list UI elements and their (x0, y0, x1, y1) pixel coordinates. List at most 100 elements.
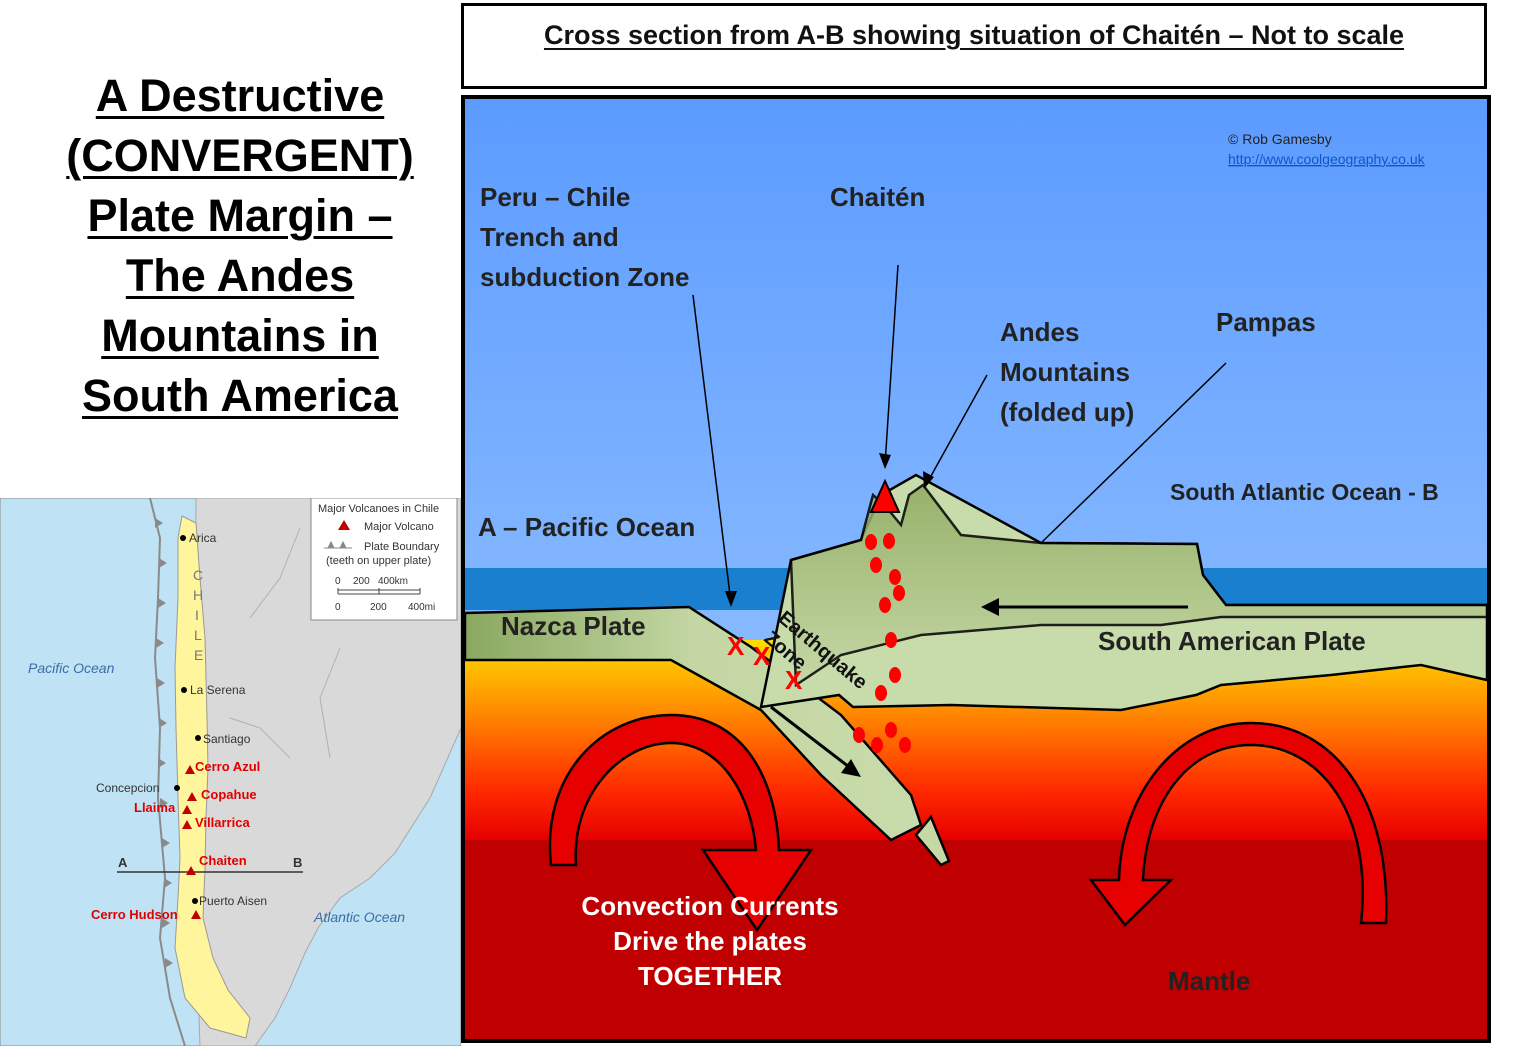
cross-section-diagram: X X X © Rob Gamesby http://www.coolgeogr… (461, 95, 1491, 1043)
town-dot (181, 687, 187, 693)
pacific-label: A – Pacific Ocean (478, 512, 695, 542)
convection-line: Drive the plates (613, 926, 807, 956)
nazca-plate (463, 605, 923, 842)
cross-section-header: Cross section from A-B showing situation… (461, 3, 1487, 89)
title-line: Mountains in (101, 310, 379, 361)
pointer-pampas (1040, 362, 1227, 544)
magma-dot (889, 667, 901, 683)
country-label: C H I L E (193, 567, 203, 663)
scale-km-200: 200 (353, 576, 370, 587)
magma-dot (885, 722, 897, 738)
trench-label: Trench and (480, 222, 619, 252)
volcano-llaima: Llaima (134, 800, 176, 815)
volcano-cerro-hudson: Cerro Hudson (91, 907, 178, 922)
magma-dot (879, 597, 891, 613)
mantle-deep (465, 840, 1487, 1039)
legend-boundary: Plate Boundary (364, 541, 440, 553)
arrowhead-icon (725, 591, 737, 607)
map-pacific-label: Pacific Ocean (28, 660, 115, 676)
quake-mark: X (753, 641, 771, 671)
credit: © Rob Gamesby (1228, 131, 1332, 147)
arrowhead-icon (981, 598, 999, 616)
scale-km-0: 0 (335, 576, 341, 587)
country-letter: L (194, 627, 202, 643)
map-border (229, 527, 341, 759)
south-american-label: South American Plate (1098, 626, 1366, 656)
quake-mark: X (785, 665, 803, 695)
magma-dot (883, 533, 895, 549)
country-letter: C (193, 567, 203, 583)
page-title: A Destructive (CONVERGENT) Plate Margin … (10, 66, 470, 426)
volcano-icon (182, 820, 192, 829)
town-dot (174, 785, 180, 791)
title-line: A Destructive (95, 70, 385, 121)
boundary-icon (324, 540, 352, 549)
pointer-chaiten (884, 264, 899, 466)
quake-mark: X (727, 631, 745, 661)
town-arica: Arica (189, 531, 217, 545)
convection-line: Convection Currents (581, 891, 838, 921)
map-chile (174, 515, 251, 1039)
mantle-label: Mantle (1168, 966, 1250, 996)
pointer-trench (692, 294, 732, 604)
volcano-icon (185, 765, 195, 774)
convection-arrow-right (1088, 721, 1388, 927)
magma-dot (889, 569, 901, 585)
title-line: Plate Margin – (87, 190, 393, 241)
town-dot (180, 535, 186, 541)
chaiten-volcano (869, 478, 901, 513)
earthquake-marks: X X X (727, 631, 803, 695)
volcano-cerro-azul: Cerro Azul (195, 759, 260, 774)
convection-label: Convection Currents Drive the plates TOG… (581, 891, 838, 991)
cross-section-title: Cross section from A-B showing situation… (543, 20, 1405, 50)
magma-dot (899, 737, 911, 753)
magma-dots (853, 533, 911, 753)
pointer-lines (692, 264, 1227, 604)
arrowhead-icon (841, 759, 861, 777)
title-line: South America (82, 370, 398, 421)
town-dot (192, 898, 198, 904)
volcano-icon (191, 910, 201, 919)
town-santiago: Santiago (203, 732, 251, 746)
atlantic-label: South Atlantic Ocean - B (1170, 479, 1439, 505)
nazca-label: Nazca Plate (501, 611, 646, 641)
subduction-arrow (770, 705, 854, 772)
convection-arrow-left (548, 713, 814, 933)
volcano-copahue: Copahue (201, 787, 257, 802)
volcano-icon (187, 792, 197, 801)
arrowhead-icon (879, 453, 891, 469)
trench-label: Peru – Chile (480, 182, 630, 212)
slab-fragment (914, 814, 951, 867)
volcano-chaiten: Chaiten (199, 853, 247, 868)
scale-km-400: 400km (378, 576, 408, 587)
magma-dot (853, 727, 865, 743)
andes-label: Andes (1000, 317, 1079, 347)
section-label-a: A (118, 855, 128, 870)
chile-volcano-map: Major Volcanoes in Chile Major Volcano P… (0, 498, 461, 1046)
country-letter: I (195, 607, 199, 623)
credit-url[interactable]: http://www.coolgeography.co.uk (1228, 151, 1426, 167)
magma-dot (871, 737, 883, 753)
title-line: The Andes (125, 250, 355, 301)
volcano-icon (182, 805, 192, 814)
map-legend (310, 498, 458, 621)
section-label-b: B (293, 855, 302, 870)
town-concepcion: Concepcion (96, 781, 159, 795)
town-puerto-aisen: Puerto Aisen (199, 894, 267, 908)
scale-mi-0: 0 (335, 602, 341, 613)
town-la-serena: La Serena (190, 683, 246, 697)
legend-heading: Major Volcanoes in Chile (318, 503, 439, 515)
chaiten-label: Chaitén (830, 182, 925, 212)
andes-label: Mountains (1000, 357, 1130, 387)
magma-dot (893, 585, 905, 601)
trench-label: subduction Zone (480, 262, 689, 292)
arrowhead-icon (923, 471, 934, 489)
scale-mi-400: 400mi (408, 602, 435, 613)
scale-mi-200: 200 (370, 602, 387, 613)
legend-boundary-note: (teeth on upper plate) (326, 555, 431, 567)
volcano-icon (338, 520, 350, 530)
magma-dot (875, 685, 887, 701)
andes-label: (folded up) (1000, 397, 1134, 427)
pointer-andes (925, 374, 988, 486)
volcano-villarrica: Villarrica (195, 815, 250, 830)
